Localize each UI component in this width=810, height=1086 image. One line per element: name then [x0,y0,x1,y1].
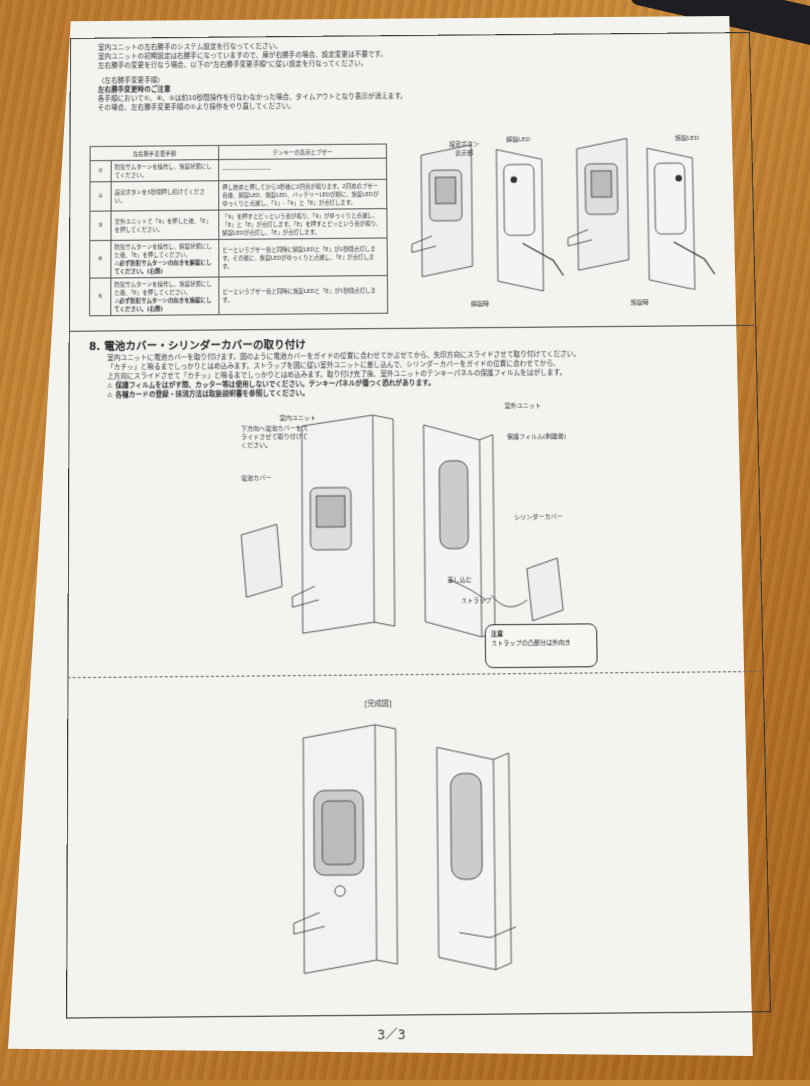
page-number: 3／3 [377,1027,406,1043]
table-row: ④ 防犯サムターンを操作し、解錠状態にした後、「E」を押してください。 ⚠必ず防… [89,237,388,279]
table-row: ⑤ 防犯サムターンを操作し、施錠状態にした後、「E」を押してください。 ⚠必ず防… [89,275,388,316]
label-display: 表示部 [455,149,474,157]
table-row: ① 防犯サムターンを操作し、施錠状態にしてください。 ――――――――― [90,158,387,182]
complete-label: [完成図] [364,699,392,709]
label-unlock-led: 解錠LED [506,136,531,144]
step-action: 室外ユニットで「9」を押した後、「E」を押してください。 [110,210,219,241]
step-action: 防犯サムターンを操作し、施錠状態にしてください。 [111,159,219,182]
caption-lock: 施錠時 [630,299,649,307]
procedure-table: 左右勝手変更手順 テンキーの表示とブザー ① 防犯サムターンを操作し、施錠状態に… [89,143,388,316]
step-action: 設定ボタンを3秒間押し続けてください。 [111,180,219,212]
step-result: 押し始めと押してから3秒後に2回音が鳴ります。2回めのブザー音後、解錠LED、施… [218,179,387,211]
intro-text: 室内ユニットの左右勝手のシステム設定を行なってください。 室内ユニットの初期設定… [98,38,740,113]
step-action: 防犯サムターンを操作し、施錠状態にした後、「E」を押してください。 [114,281,212,297]
step-result: 「9」を押すとピッという音が鳴り、「9」がゆっくりと点滅し、「E」と「E」が点灯… [218,208,388,240]
step-result: ――――――――― [218,158,387,181]
step-number: ② [89,181,112,212]
step-number: ④ [89,240,111,279]
paper-sheet [8,16,753,1056]
step-number: ⑤ [89,277,111,316]
step-number: ③ [89,211,112,241]
label-outdoor-unit: 室外ユニット [504,402,542,410]
step-result: ピーというブザー音と同時に解錠LEDと「E」が1秒間点灯します。その後に、施錠L… [218,237,388,278]
table-header: テンキーの表示とブザー [218,144,387,160]
step-note: ⚠必ず防犯サムターンの向きを解錠にしてください。(右側) [114,260,212,276]
manual-page: 室内ユニットの左右勝手のシステム設定を行なってください。 室内ユニットの初期設定… [66,32,773,1086]
step-number: ① [90,160,112,182]
label-cylinder-cover: シリンダーカバー [513,513,563,522]
step-note: ⚠必ず防犯サムターンの向きを施錠にしてください。(右側) [114,297,212,314]
label-strap: ストラップ [460,597,492,605]
table-row: ② 設定ボタンを3秒間押し続けてください。 押し始めと押してから3秒後に2回音が… [89,179,387,212]
cover-install-illustration [231,403,620,645]
completed-illustration [262,715,573,983]
strap-note-box: 注意 ストラップの凸部分は外向き [484,623,598,669]
note-body: ストラップの凸部分は外向き [490,639,571,648]
caption-unlock: 解錠時 [470,300,490,308]
label-insert: 差し込む [447,576,472,585]
label-indoor-unit: 室内ユニット [279,414,317,423]
label-battery-cover: 電池カバー [241,474,272,483]
label-lock-led: 施錠LED [674,134,699,142]
section-body: 室内ユニットに電池カバーを取り付けます。図のように電池カバーをガイドの位置に合わ… [107,348,735,400]
label-slide: 下方向へ電池カバーをスライドさせて取り付けてください。 [240,424,308,450]
lock-led-illustration [401,122,736,307]
step-result: ピーというブザー音と同時に施錠LEDと「E」が1秒間点灯します。 [218,275,388,315]
table-header: 左右勝手変更手順 [90,145,219,161]
step-action-cell: 防犯サムターンを操作し、解錠状態にした後、「E」を押してください。 ⚠必ず防犯サ… [110,239,219,278]
step-action-cell: 防犯サムターンを操作し、施錠状態にした後、「E」を押してください。 ⚠必ず防犯サ… [110,277,219,316]
step-action: 防犯サムターンを操作し、解錠状態にした後、「E」を押してください。 [114,244,212,260]
label-protective-film: 保護フィルム(剥離後) [506,432,567,441]
table-row: ③ 室外ユニットで「9」を押した後、「E」を押してください。 「9」を押すとピッ… [89,208,388,241]
label-setting-button: 設定ボタン [449,140,480,148]
